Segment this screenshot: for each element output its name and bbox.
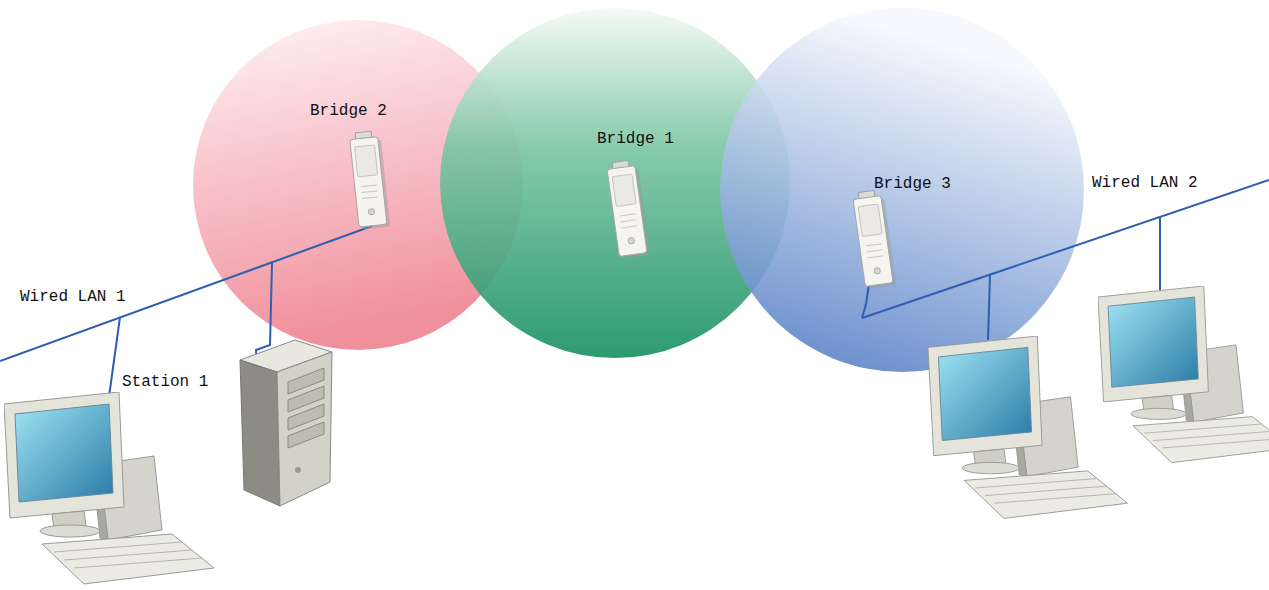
tower-front [277,352,332,506]
station-label: Station 1 [122,373,208,391]
bridge-name: Bridge 2 [310,102,387,120]
bridge-device [349,130,390,230]
drive-bay [288,368,324,394]
coverage-circle: Bridge 3 [720,8,1084,372]
coverage-area [720,8,1084,372]
drop-cable [1159,217,1161,290]
drop-cable [256,263,272,386]
workstation [4,392,214,584]
tower-side [240,360,280,506]
bridge-device [852,189,896,289]
bridge-name: Bridge 3 [874,175,951,193]
network-label: Wired LAN 1 [20,288,126,306]
lan-cable [862,180,1269,318]
drive-bay [288,404,324,430]
server-tower [240,340,332,506]
power-button [295,467,301,473]
workstation [1098,286,1269,463]
drop-cable [988,275,990,340]
drop-cable [108,317,120,404]
drop-cable [862,278,870,318]
tower-top [240,340,332,372]
drive-bay [288,386,324,412]
bridge-device [606,159,650,259]
lan-cable [0,226,372,361]
workstation [928,336,1128,518]
drive-bay [288,422,324,448]
bridge-name: Bridge 1 [597,130,674,148]
network-label: Wired LAN 2 [1092,174,1198,192]
